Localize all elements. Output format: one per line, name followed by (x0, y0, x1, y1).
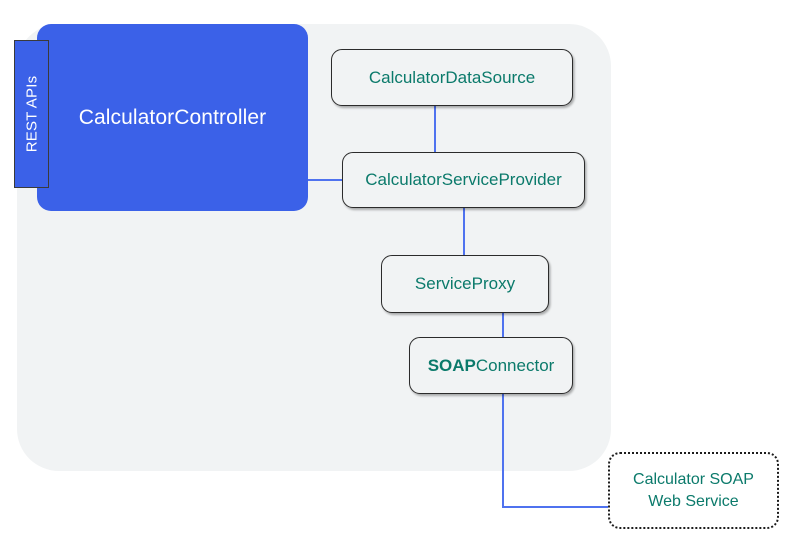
calculator-soap-web-service-node[interactable]: Calculator SOAP Web Service (608, 452, 779, 529)
calculator-service-provider-node[interactable]: CalculatorServiceProvider (342, 152, 585, 208)
service-proxy-node[interactable]: ServiceProxy (381, 255, 549, 313)
external-service-line-2: Web Service (648, 492, 739, 510)
soap-connector-label: SOAPConnector (428, 355, 555, 376)
rest-apis-tab[interactable]: REST APIs (14, 40, 49, 188)
connector-serviceprovider-to-serviceproxy (462, 206, 465, 257)
calculator-data-source-node[interactable]: CalculatorDataSource (331, 49, 573, 106)
connector-datasource-to-serviceprovider (433, 104, 436, 154)
calculator-controller-label: CalculatorController (78, 105, 267, 129)
rest-apis-label: REST APIs (23, 75, 40, 153)
external-service-bold: SOAP (709, 470, 754, 488)
external-service-line-1: Calculator SOAP (633, 469, 754, 491)
connector-serviceproxy-to-soapconnector (501, 311, 504, 339)
connector-soapconnector-to-webservice-vertical (501, 392, 504, 508)
calculator-controller-node[interactable]: CalculatorController (37, 24, 308, 211)
calculator-service-provider-label: CalculatorServiceProvider (365, 170, 562, 190)
soap-connector-node[interactable]: SOAPConnector (409, 337, 573, 394)
connector-controller-to-serviceprovider (307, 179, 343, 182)
soap-connector-label-bold: SOAP (427, 355, 476, 375)
service-proxy-label: ServiceProxy (414, 274, 516, 294)
calculator-data-source-label: CalculatorDataSource (368, 67, 536, 87)
connector-soapconnector-to-webservice-horizontal (501, 506, 610, 509)
external-service-prefix: Calculator (633, 470, 710, 488)
soap-connector-label-rest: Connector (475, 355, 555, 375)
